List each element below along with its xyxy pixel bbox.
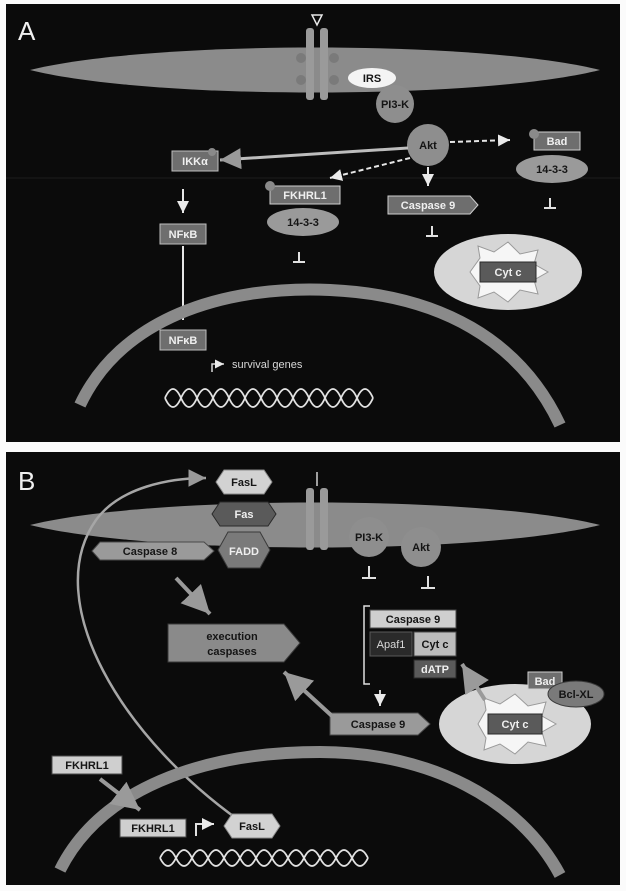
mito-cytc-label: Cyt c	[502, 719, 529, 731]
receptor-chain-left	[306, 28, 314, 100]
panel-a-letter: A	[18, 16, 36, 46]
pi3k-label-a: PI3-K	[381, 99, 409, 111]
phospho-icon	[329, 53, 339, 63]
akt-label-a: Akt	[419, 140, 437, 152]
phospho-icon	[329, 75, 339, 85]
execution-label-1: execution	[206, 631, 258, 643]
bad-1433-label: 14-3-3	[536, 164, 568, 176]
fkhrl1-nuc-label: FKHRL1	[131, 823, 174, 835]
bad-label-b: Bad	[535, 676, 556, 688]
execution-label-2: caspases	[207, 646, 257, 658]
irs-label: IRS	[363, 73, 381, 85]
apoptosome-caspase9-label: Caspase 9	[386, 614, 440, 626]
phospho-icon	[296, 75, 306, 85]
receptor-chain-left-b	[306, 488, 314, 550]
fkhrl1-cyto-label: FKHRL1	[65, 760, 108, 772]
nfkb-cyto-label: NFκB	[169, 229, 198, 241]
panel-b: B FasL Fas FADD Caspase 8 PI3-K Akt	[6, 452, 620, 885]
apoptosome-cytc-label: Cyt c	[422, 639, 449, 651]
pi3k-label-b: PI3-K	[355, 532, 383, 544]
caspase8-label: Caspase 8	[123, 546, 177, 558]
phospho-icon	[529, 129, 539, 139]
cytc-label-a: Cyt c	[495, 267, 522, 279]
caspase9-active-label: Caspase 9	[351, 719, 405, 731]
phospho-icon	[265, 181, 275, 191]
apaf1-label: Apaf1	[377, 639, 406, 651]
ikk-label: IKKα	[182, 156, 208, 168]
bclxl-label: Bcl-XL	[559, 689, 594, 701]
phospho-icon	[208, 148, 216, 156]
phospho-icon	[296, 53, 306, 63]
fkhrl1-1433-label: 14-3-3	[287, 217, 319, 229]
receptor-chain-right	[320, 28, 328, 100]
bad-label-a: Bad	[547, 136, 568, 148]
akt-label-b: Akt	[412, 542, 430, 554]
datp-label: dATP	[421, 664, 449, 676]
panel-a: A IRS PI3-K Akt IKKα	[6, 4, 620, 442]
panel-b-letter: B	[18, 466, 35, 496]
fkhrl1-label-a: FKHRL1	[283, 190, 326, 202]
fasl-gene-label: FasL	[239, 821, 265, 833]
fas-label: Fas	[235, 509, 254, 521]
nfkb-nuc-label: NFκB	[169, 335, 198, 347]
fasl-label-top: FasL	[231, 477, 257, 489]
fadd-label: FADD	[229, 546, 259, 558]
survival-genes-label: survival genes	[232, 359, 303, 371]
caspase9-label-a: Caspase 9	[401, 200, 455, 212]
receptor-chain-right-b	[320, 488, 328, 550]
